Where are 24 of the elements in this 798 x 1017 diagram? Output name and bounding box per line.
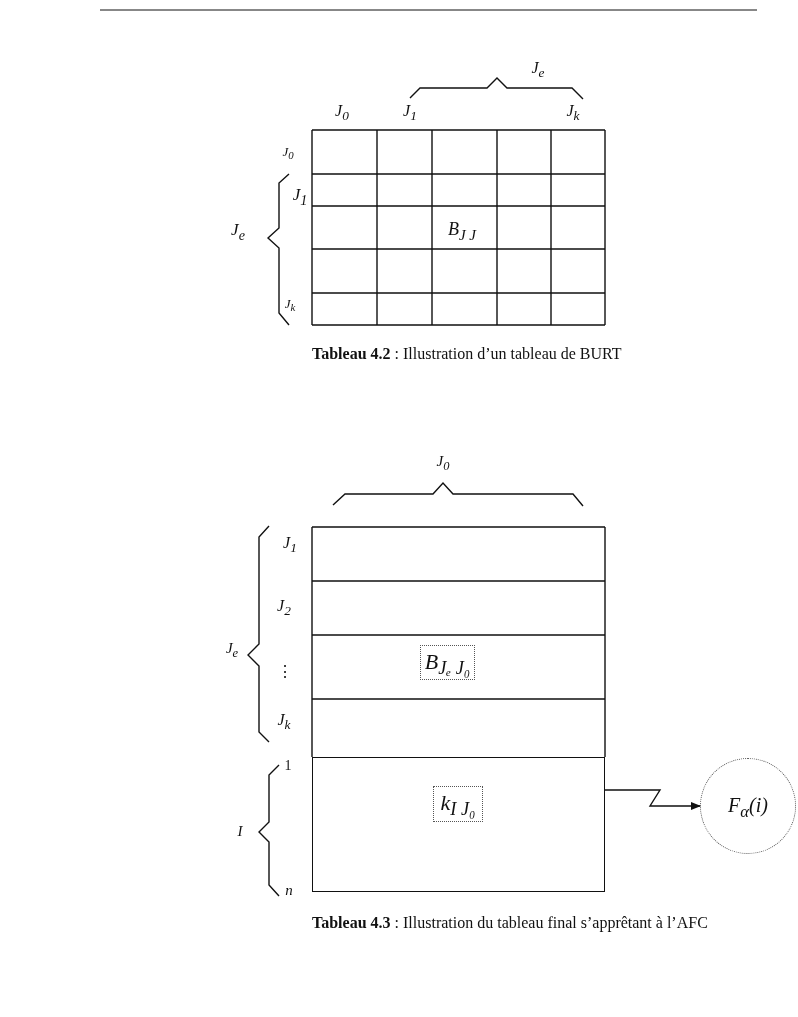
caption: Tableau 4.3 : Illustration du tableau final s’apprêtant à l’AFC (312, 914, 708, 932)
column-label: J$_{k}$ (566, 102, 580, 124)
column-label: J$_{0}$ (335, 102, 349, 124)
row-label: 1 (284, 758, 292, 774)
matrix-label: B$_{J J}$ (447, 220, 477, 244)
caption: Tableau 4.2 : Illustration d’un tableau de BURT (312, 345, 622, 363)
row-label: J$_{0}$ (282, 144, 294, 162)
vertical-ellipsis: ⋮ (277, 663, 293, 681)
row-label: J$_{1}$ (292, 186, 308, 208)
column-label: J$_{1}$ (403, 102, 417, 124)
row-label: J$_{k}$ (284, 296, 296, 314)
brace-label: J$_{e}$ (225, 641, 239, 661)
brace-label: J$_{e}$ (531, 59, 545, 81)
row-label: J$_{2}$ (277, 597, 291, 619)
row-label: J$_{1}$ (283, 534, 297, 556)
brace-label: J$_{e}$ (231, 221, 245, 243)
arrow (604, 789, 701, 810)
table-band (312, 757, 605, 892)
row-label: J$_{k}$ (277, 711, 291, 733)
formula-box: k$_{I J₀}$ (433, 786, 483, 822)
brace-label: I (237, 824, 243, 840)
brace-label: J$_{0}$ (436, 454, 450, 474)
row-label: n (285, 883, 293, 899)
formula-box: B$_{Jₑ J₀}$ (420, 645, 475, 680)
